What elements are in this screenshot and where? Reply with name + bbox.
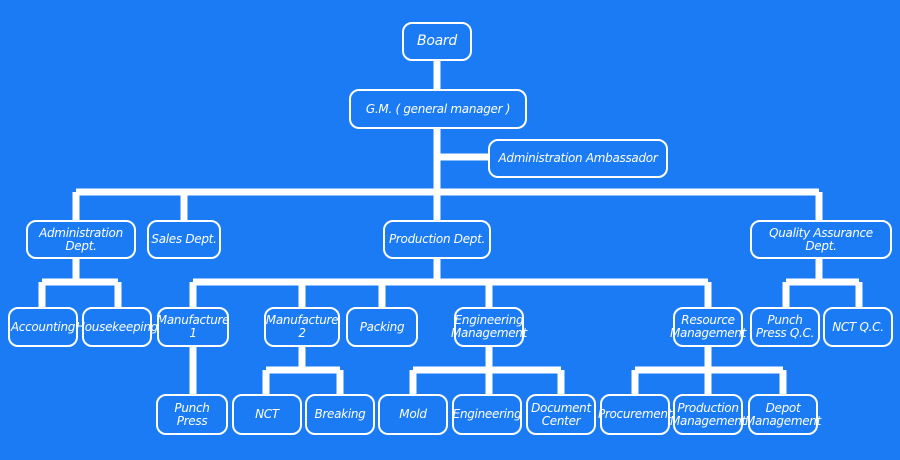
node-production-dept: Production Dept. [383,220,491,259]
node-engineering-management: Engineering Management [451,307,527,347]
node-quality-assurance-dept: Quality Assurance Dept. [750,220,892,259]
node-document-center: Document Center [526,394,596,435]
node-sales-dept: Sales Dept. [147,220,221,259]
node-housekeeping: Housekeeping [76,307,158,347]
node-resource-management: Resource Management [670,307,746,347]
node-administration-dept: Administration Dept. [26,220,136,259]
node-general-manager: G.M. ( general manager ) [349,89,527,129]
node-nct-qc: NCT Q.C. [823,307,893,347]
node-breaking: Breaking [305,394,375,435]
node-punch-press: Punch Press [156,394,228,435]
node-engineering: Engineering [452,394,522,435]
node-production-management: Production Management [670,394,746,435]
node-administration-ambassador: Administration Ambassador [488,139,668,178]
node-manufacture-2: Manufacture 2 [264,307,340,347]
node-nct: NCT [232,394,302,435]
node-mold: Mold [378,394,448,435]
node-punch-press-qc: Punch Press Q.C. [750,307,820,347]
node-board: Board [402,22,472,61]
node-depot-management: Depot Management [745,394,821,435]
node-manufacture-1: Manufacture 1 [157,307,230,347]
node-procurement: Procurement [598,394,672,435]
node-accounting: Accounting [8,307,78,347]
node-packing: Packing [346,307,418,347]
